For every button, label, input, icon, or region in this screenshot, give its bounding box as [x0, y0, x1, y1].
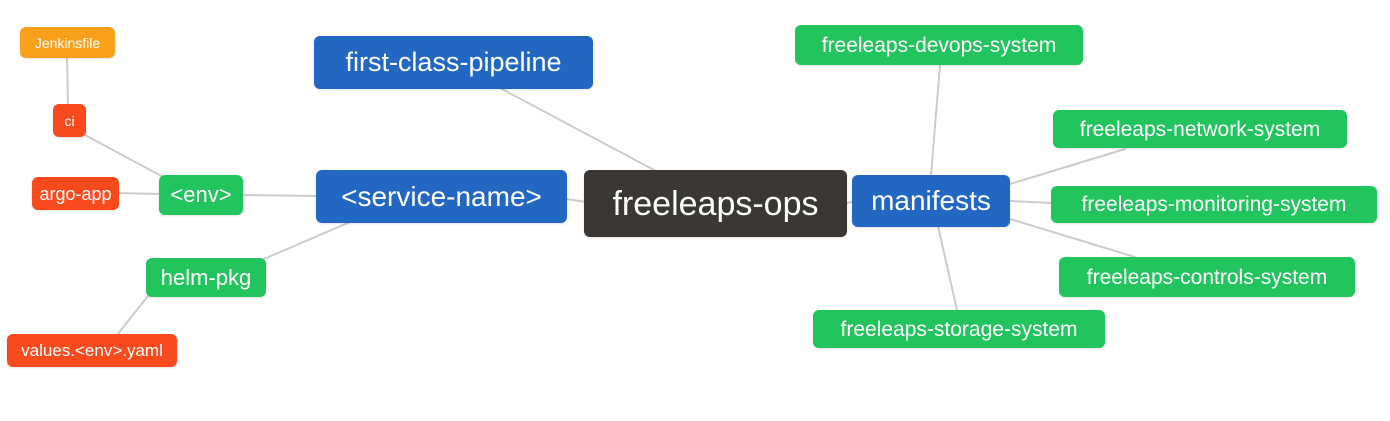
node-first-class-pipeline[interactable]: first-class-pipeline	[314, 36, 593, 89]
node-helm-pkg[interactable]: helm-pkg	[146, 258, 266, 297]
edge-ci-env	[84, 134, 166, 179]
node-jenkinsfile[interactable]: Jenkinsfile	[20, 27, 115, 58]
node-argo-app[interactable]: argo-app	[32, 177, 119, 210]
edge-service-name-root	[565, 198, 587, 203]
edge-manifests-storage	[937, 225, 958, 311]
edge-manifests-network	[1009, 148, 1126, 185]
node-values-env-yaml[interactable]: values.<env>.yaml	[7, 334, 177, 367]
node-ci[interactable]: ci	[53, 104, 86, 137]
edge-service-name-helm-pkg	[263, 221, 351, 260]
edge-pipeline-root	[499, 87, 657, 172]
node-env[interactable]: <env>	[159, 175, 243, 215]
node-freeleaps-devops-system[interactable]: freeleaps-devops-system	[795, 25, 1083, 65]
node-freeleaps-monitoring-system[interactable]: freeleaps-monitoring-system	[1051, 186, 1377, 223]
node-freeleaps-controls-system[interactable]: freeleaps-controls-system	[1059, 257, 1355, 297]
edge-argo-app-env	[117, 192, 162, 195]
edge-manifests-devops	[930, 64, 941, 176]
node-service-name[interactable]: <service-name>	[316, 170, 567, 223]
node-freeleaps-network-system[interactable]: freeleaps-network-system	[1053, 110, 1347, 148]
edge-manifests-monitoring	[1009, 200, 1053, 204]
node-manifests[interactable]: manifests	[852, 175, 1010, 227]
edge-env-service-name	[242, 194, 317, 197]
node-root-freeleaps-ops[interactable]: freeleaps-ops	[584, 170, 847, 237]
edge-manifests-controls	[1009, 218, 1136, 258]
edge-jenkinsfile-ci	[66, 57, 69, 105]
edge-helm-pkg-values	[116, 295, 149, 336]
node-freeleaps-storage-system[interactable]: freeleaps-storage-system	[813, 310, 1105, 348]
